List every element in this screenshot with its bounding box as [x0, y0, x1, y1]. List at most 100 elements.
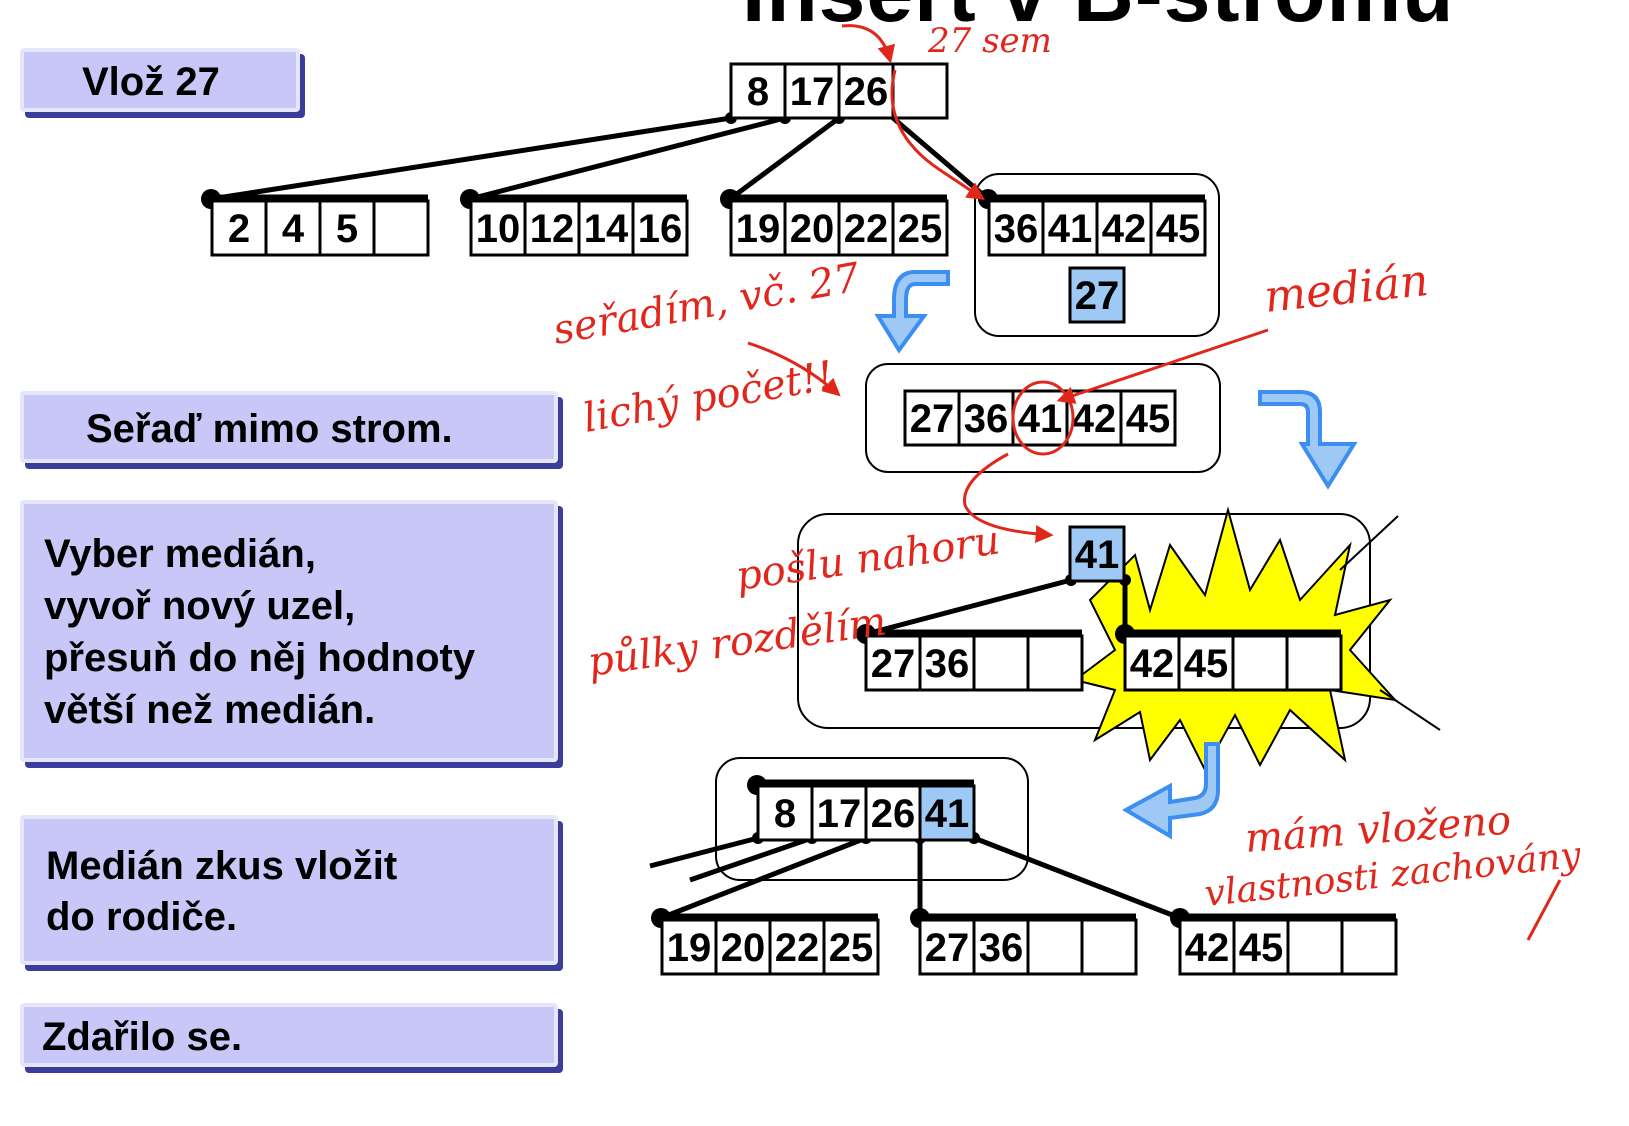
- note-27-sem: 27 sem: [927, 21, 1052, 61]
- key-value: 22: [775, 926, 820, 970]
- key-cell: [1231, 634, 1289, 692]
- key-value: 41: [1048, 207, 1093, 251]
- key-value: 41: [1018, 397, 1063, 441]
- red-arrow-icon: [1056, 328, 1269, 404]
- step-text: Vyber medián, vyvoř nový uzel, přesuň do…: [44, 532, 476, 732]
- key-value: 16: [638, 207, 683, 251]
- key-cell: [864, 784, 922, 842]
- key-cell: [1285, 634, 1343, 692]
- red-arrow-icon: [963, 452, 1054, 544]
- key-cell: [1178, 918, 1236, 976]
- key-value: 19: [667, 926, 712, 970]
- step-text: Seřaď mimo strom.: [86, 407, 453, 451]
- key-value: 2: [228, 207, 250, 251]
- key-value: 12: [530, 207, 575, 251]
- inserted-key: 27: [1075, 274, 1120, 318]
- key-value: 22: [844, 207, 889, 251]
- key-cell: [864, 634, 922, 692]
- key-cell: [783, 199, 841, 257]
- blue-arrow-icon: [1121, 742, 1220, 840]
- step-choose-median: Vyber medián, vyvoř nový uzel, přesuň do…: [20, 500, 558, 762]
- key-cell: [822, 918, 880, 976]
- key-cell: [1041, 199, 1099, 257]
- key-value: 45: [1184, 642, 1229, 686]
- key-cell: [891, 199, 949, 257]
- frame-new-root: [715, 757, 1029, 881]
- step-text: Zdařilo se.: [42, 1015, 243, 1059]
- key-cell: [523, 199, 581, 257]
- key-cell: [918, 784, 976, 842]
- note-lichy-pocet: lichý počet!!: [580, 353, 837, 442]
- burst-ray: [1379, 689, 1441, 731]
- note-seradim: seřadím, vč. 27: [550, 255, 864, 354]
- key-value: 20: [790, 207, 835, 251]
- key-value: 36: [925, 642, 970, 686]
- key-value: 27: [871, 642, 916, 686]
- step-sort-outside: Seřaď mimo strom.: [20, 391, 558, 463]
- key-value: 42: [1102, 207, 1147, 251]
- median-circle: [1011, 380, 1075, 456]
- handwritten-annotations: 27 sem seřadím, vč. 27 lichý počet!! med…: [550, 21, 1583, 941]
- step-insert-median-parent: Medián zkus vložit do rodiče.: [20, 815, 558, 965]
- step-insert-27: Vlož 27: [20, 48, 300, 112]
- key-value: 20: [721, 926, 766, 970]
- key-cell: [1149, 199, 1207, 257]
- key-value: 19: [736, 207, 781, 251]
- key-cell: [918, 634, 976, 692]
- key-cell: [1119, 389, 1177, 447]
- key-value: 25: [829, 926, 874, 970]
- slide-title: Insert v B-stromu: [742, 0, 1454, 41]
- frame-overflow-leaf: [974, 173, 1220, 337]
- key-cell: [1080, 918, 1138, 976]
- key-value: 42: [1185, 926, 1230, 970]
- key-cell: [1232, 918, 1290, 976]
- key-cell: [756, 784, 814, 842]
- step-text: Vlož 27: [82, 60, 220, 104]
- key-cell: [972, 634, 1030, 692]
- note-pulky-rozdelim: půlky rozdělím: [585, 598, 889, 685]
- key-value: 42: [1130, 642, 1175, 686]
- blue-arrow-icon: [874, 270, 950, 354]
- key-value: 36: [979, 926, 1024, 970]
- key-value: 8: [774, 792, 796, 836]
- key-value: 27: [925, 926, 970, 970]
- key-value: 26: [844, 70, 889, 114]
- blue-arrow-icon: [1258, 390, 1358, 490]
- key-value: 41: [925, 792, 970, 836]
- key-cell: [987, 199, 1045, 257]
- frame-sorted: [865, 363, 1221, 473]
- inserted-key-cell: [1068, 266, 1126, 324]
- key-value: 45: [1156, 207, 1201, 251]
- step-text: Medián zkus vložit do rodiče.: [46, 844, 398, 939]
- key-cell: [1340, 918, 1398, 976]
- key-cell: [264, 199, 322, 257]
- key-cell: [714, 918, 772, 976]
- key-cell: [837, 199, 895, 257]
- key-cell: [837, 62, 895, 120]
- note-poslu-nahoru: pošlu nahoru: [733, 517, 1003, 600]
- key-value: 17: [817, 792, 862, 836]
- red-check-stroke: [1526, 879, 1562, 941]
- key-value: 10: [476, 207, 521, 251]
- red-arrow-icon: [841, 24, 896, 64]
- note-median: medián: [1262, 255, 1431, 323]
- key-cell: [783, 62, 841, 120]
- key-cell: [1026, 634, 1084, 692]
- red-arrow-icon: [890, 69, 985, 200]
- key-cell: [1026, 918, 1084, 976]
- key-value: 36: [964, 397, 1009, 441]
- key-value: 25: [898, 207, 943, 251]
- median-key-cell: [1068, 525, 1126, 583]
- key-value: 17: [790, 70, 835, 114]
